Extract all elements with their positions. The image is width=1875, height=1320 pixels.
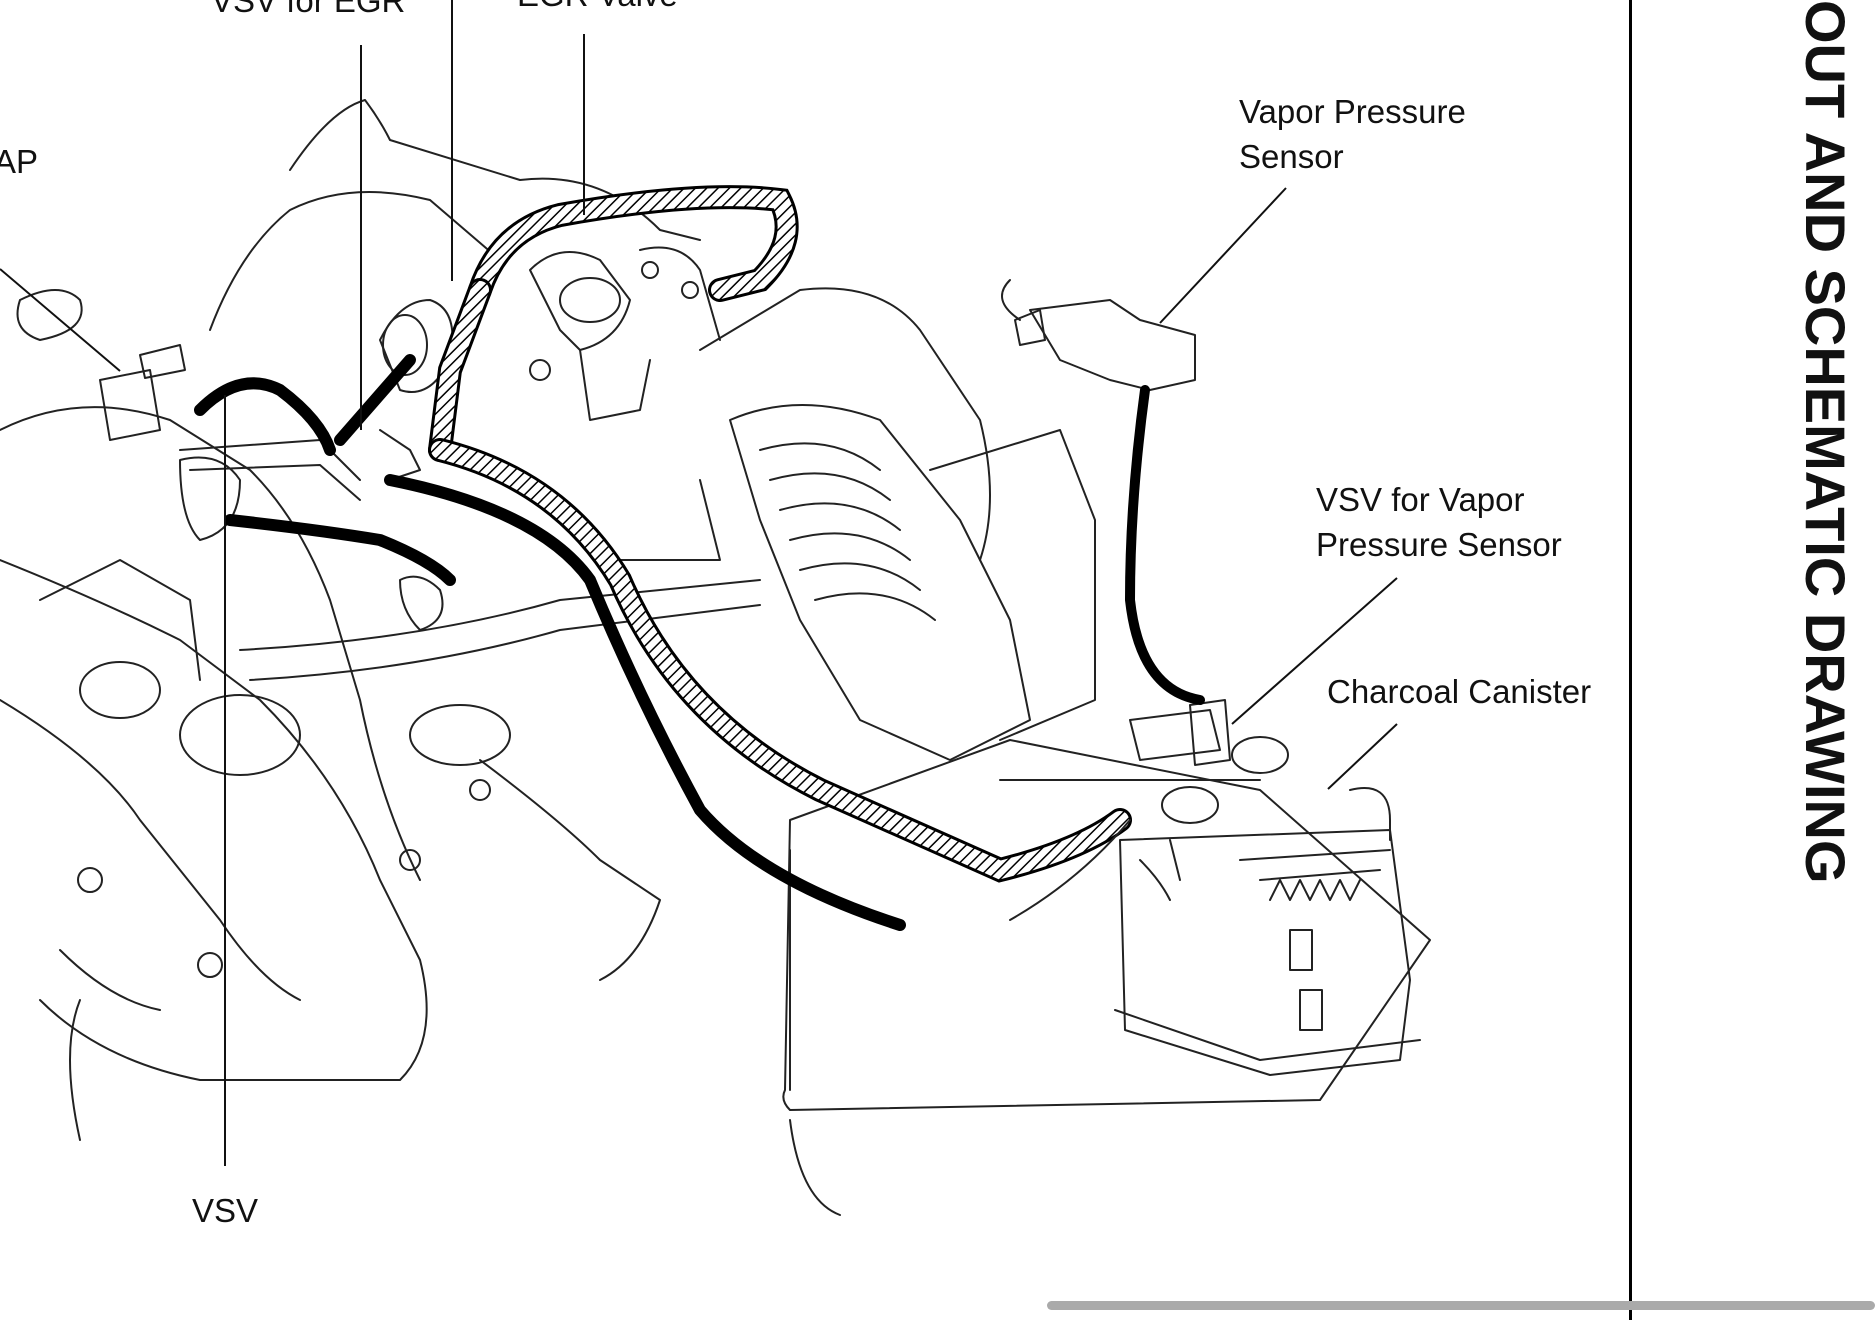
label-charcoal-canister: Charcoal Canister bbox=[1327, 673, 1592, 710]
label-line: VSV for Vapor bbox=[1316, 481, 1525, 518]
label-vsv: VSV bbox=[192, 1192, 259, 1229]
label-map-partial: AP bbox=[0, 143, 39, 180]
label-line: Sensor bbox=[1239, 138, 1344, 175]
charcoal-canister-shape bbox=[1114, 699, 1421, 1076]
sensor-hose bbox=[1124, 385, 1205, 705]
label-vsv-for-egr: VSV for EGR bbox=[211, 0, 406, 19]
vsv-for-egr-shape bbox=[99, 299, 454, 631]
label-egr-valve: EGR Valve bbox=[517, 0, 678, 17]
hoses bbox=[194, 185, 1205, 931]
page-divider bbox=[1629, 0, 1632, 1320]
label-line: Vapor Pressure bbox=[1239, 93, 1466, 130]
egr-valve-shape bbox=[529, 246, 721, 421]
side-title: OUT AND SCHEMATIC DRAWING bbox=[1794, 0, 1857, 884]
engine-block-outline bbox=[0, 99, 761, 1141]
vapor-pressure-sensor-shape bbox=[1001, 279, 1196, 391]
leader-lines bbox=[0, 0, 1398, 1166]
label-vapor-pressure-sensor: Vapor Pressure Sensor bbox=[1239, 89, 1466, 179]
black-hose bbox=[384, 474, 906, 931]
label-line: Pressure Sensor bbox=[1316, 526, 1562, 563]
label-vsv-for-vapor-pressure-sensor: VSV for Vapor Pressure Sensor bbox=[1316, 477, 1562, 567]
air-intake-outline bbox=[609, 287, 1431, 1216]
horizontal-scrollbar[interactable] bbox=[1047, 1301, 1875, 1310]
